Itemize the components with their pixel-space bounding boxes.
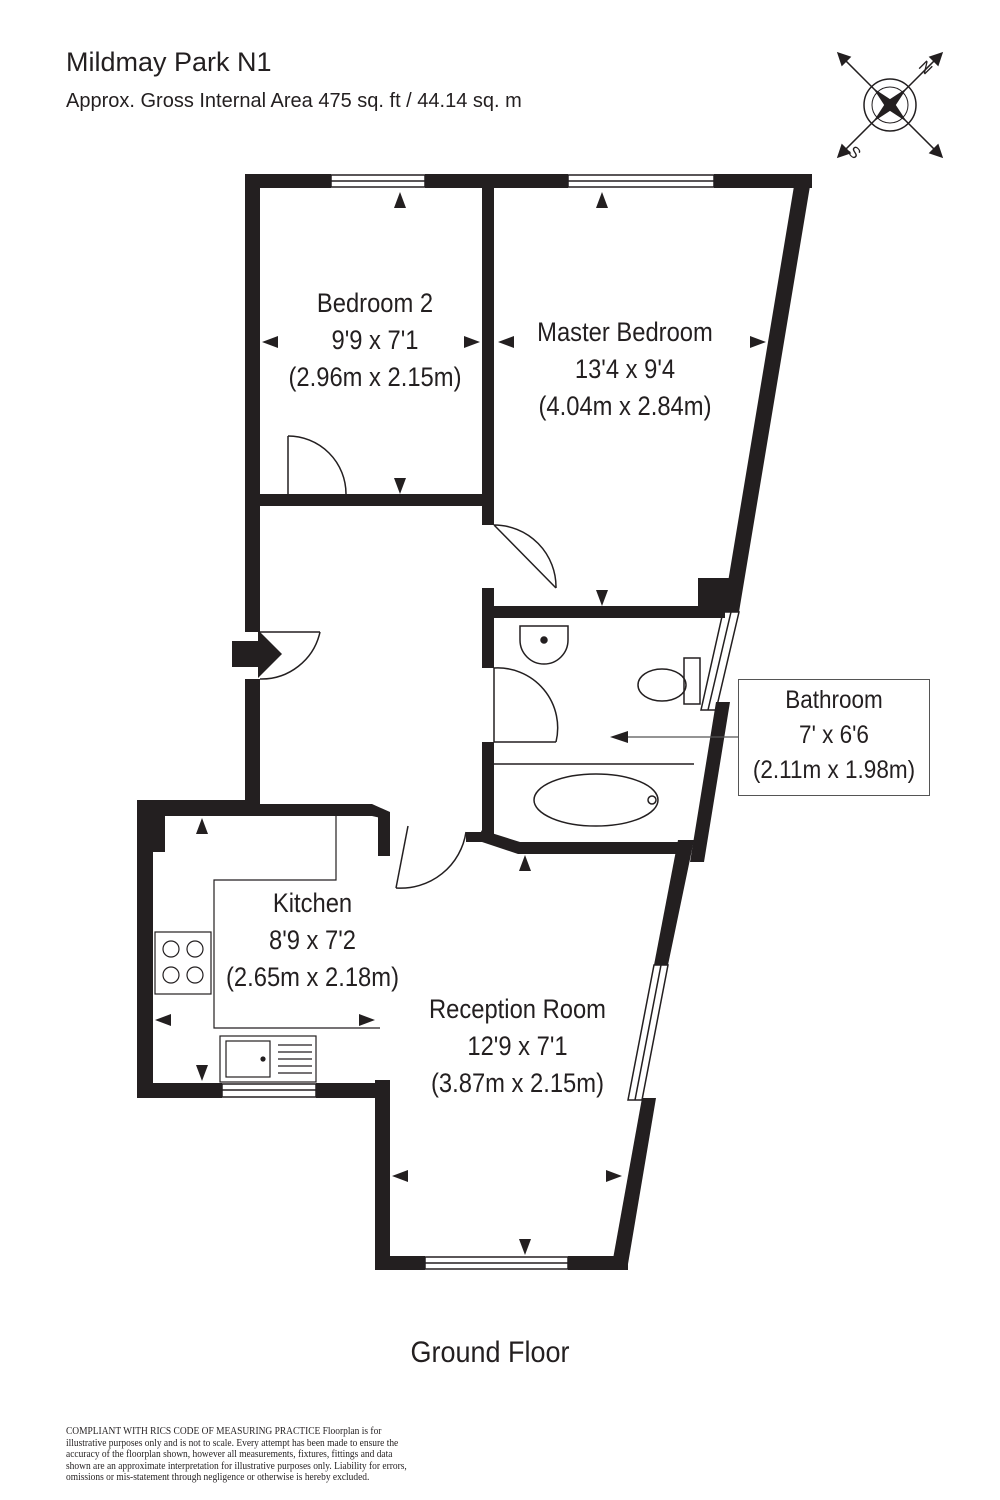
floor-label: Ground Floor — [410, 1336, 570, 1369]
disclaimer-text: COMPLIANT WITH RICS CODE OF MEASURING PR… — [66, 1426, 407, 1484]
kitchen-fixtures — [154, 816, 380, 1083]
kitchen-sink-icon — [219, 1035, 317, 1083]
room-name: Bedroom 2 — [316, 288, 434, 318]
room-label-master-bedroom: Master Bedroom 13'4 x 9'4 (4.04m x 2.84m… — [519, 314, 730, 425]
room-size-imperial: 7' x 6'6 — [799, 721, 869, 749]
room-size-metric: (2.11m x 1.98m) — [752, 756, 916, 784]
room-label-kitchen: Kitchen 8'9 x 7'2 (2.65m x 2.18m) — [214, 885, 412, 996]
room-size-metric: (3.87m x 2.15m) — [430, 1068, 604, 1098]
room-size-imperial: 12'9 x 7'1 — [467, 1031, 568, 1061]
room-size-imperial: 13'4 x 9'4 — [574, 354, 676, 384]
room-size-imperial: 8'9 x 7'2 — [268, 925, 357, 955]
bathroom-sink-icon — [519, 625, 569, 665]
doors — [259, 435, 559, 889]
compass-rose-icon: N S — [836, 51, 944, 163]
dimension-arrows — [155, 192, 766, 1255]
windows — [221, 174, 740, 1270]
room-label-bedroom-2: Bedroom 2 9'9 x 7'1 (2.96m x 2.15m) — [278, 285, 472, 396]
room-size-metric: (2.96m x 2.15m) — [288, 362, 462, 392]
toilet-icon — [637, 657, 701, 705]
compass-north-letter: N — [915, 58, 935, 78]
bathroom-callout-arrow — [610, 731, 628, 743]
exterior-walls — [137, 174, 812, 1270]
hob-icon — [154, 931, 212, 995]
entrance-arrow-icon — [232, 630, 282, 678]
gross-area-subtitle: Approx. Gross Internal Area 475 sq. ft /… — [66, 90, 522, 112]
room-size-metric: (4.04m x 2.84m) — [538, 391, 712, 421]
room-name: Kitchen — [272, 888, 353, 918]
plan-title: Mildmay Park N1 — [66, 47, 272, 77]
bathroom-fixtures — [494, 625, 701, 827]
room-name: Bathroom — [785, 686, 883, 714]
room-size-metric: (2.65m x 2.18m) — [225, 962, 399, 992]
room-name: Master Bedroom — [537, 317, 713, 347]
room-label-reception-room: Reception Room 12'9 x 7'1 (3.87m x 2.15m… — [414, 991, 621, 1102]
bathroom-callout: Bathroom 7' x 6'6 (2.11m x 1.98m) — [738, 679, 930, 796]
bathtub-icon — [533, 773, 659, 827]
compass-south-letter: S — [844, 143, 864, 163]
room-size-imperial: 9'9 x 7'1 — [331, 325, 419, 355]
room-name: Reception Room — [429, 994, 606, 1024]
